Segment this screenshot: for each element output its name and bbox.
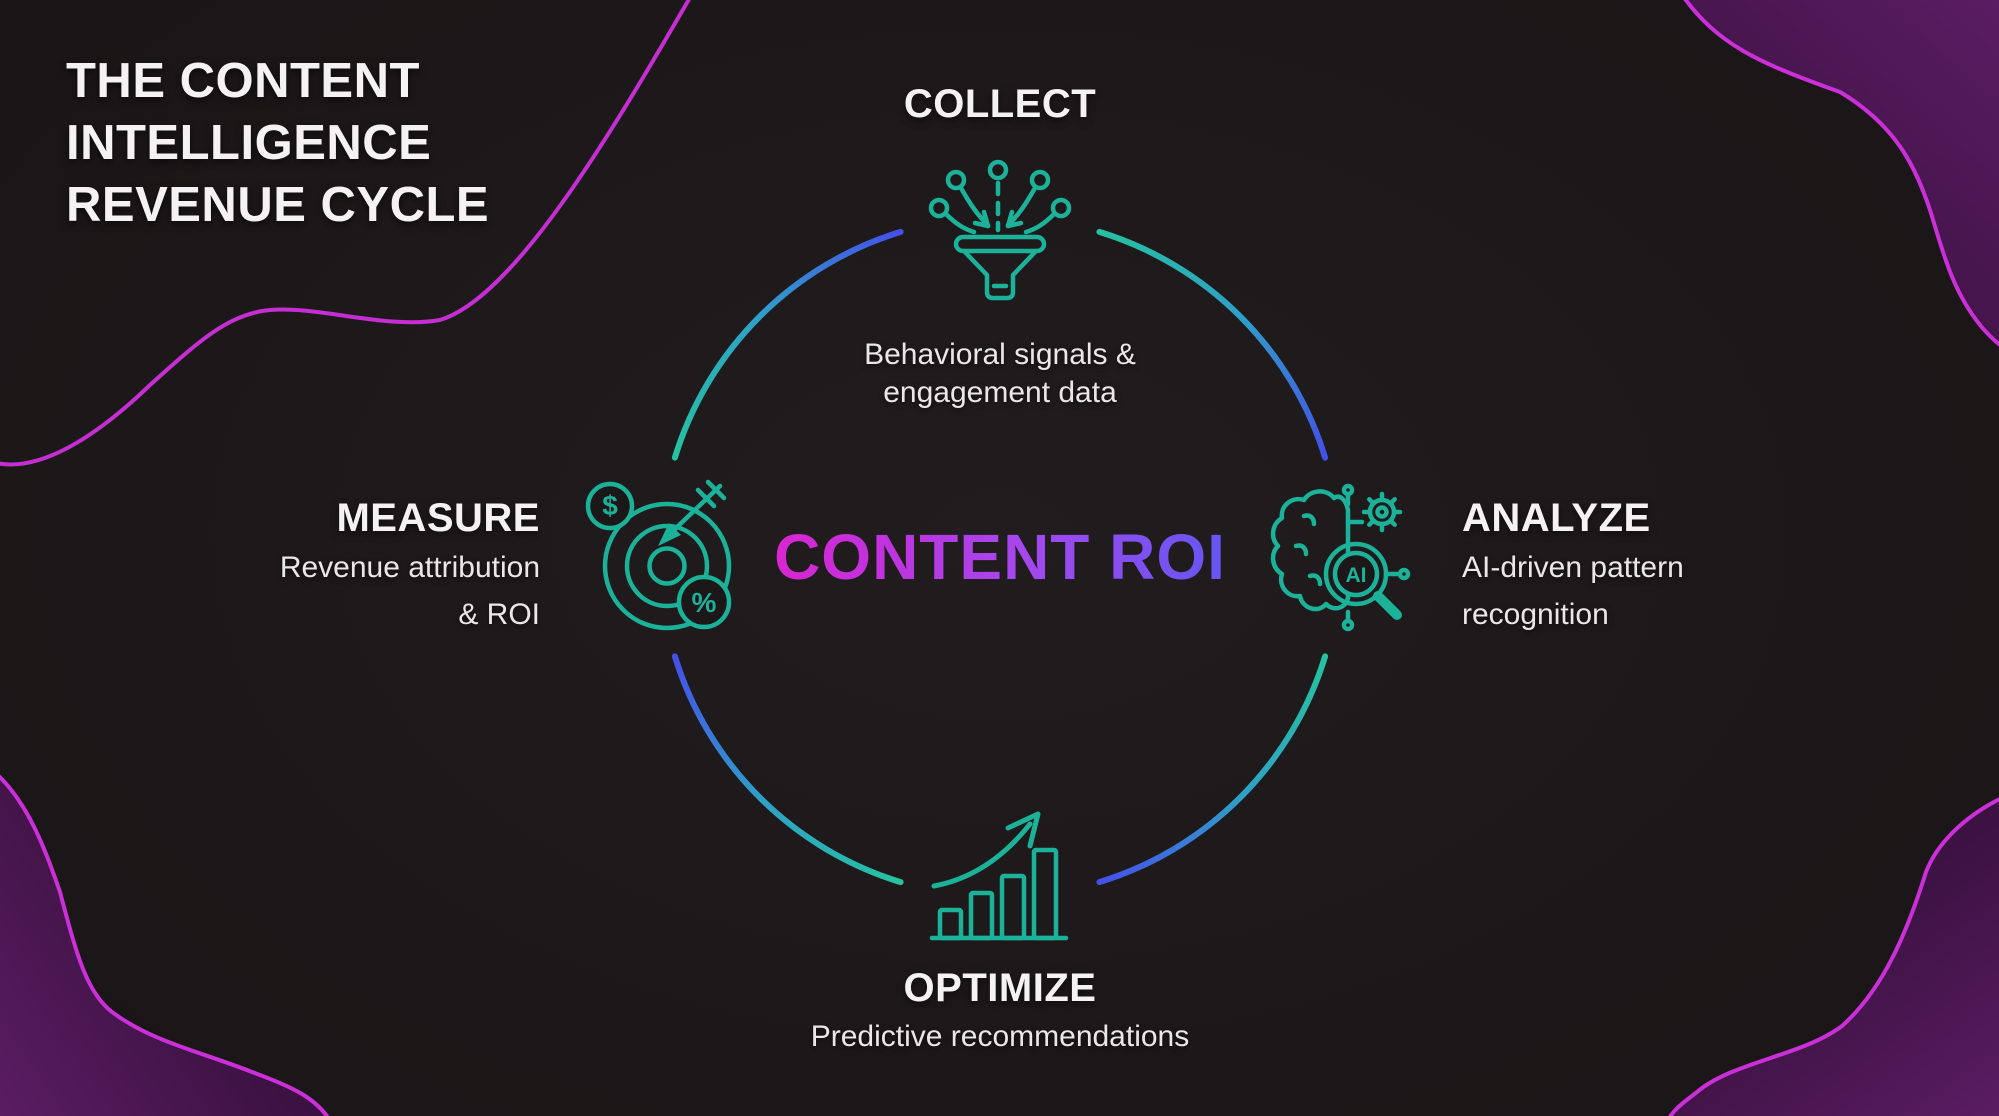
stage-optimize: OPTIMIZE Predictive recommendations bbox=[700, 966, 1300, 1056]
description-line: Predictive recommendations bbox=[810, 1020, 1190, 1053]
stage-analyze: ANALYZE AI-driven pattern recognition bbox=[1462, 496, 1882, 634]
cycle-arc-top-left bbox=[671, 228, 904, 461]
page-title-line: THE CONTENT bbox=[66, 54, 420, 108]
dollar-glyph: $ bbox=[602, 490, 618, 521]
description-line: & ROI bbox=[458, 598, 540, 631]
description-line: engagement data bbox=[883, 376, 1117, 409]
wave-line-top-left bbox=[0, 0, 691, 467]
corner-blob-top-right bbox=[1683, 0, 1999, 347]
cycle-arc-bottom-left bbox=[671, 653, 904, 886]
center-roi-label: CONTENT ROI bbox=[700, 524, 1300, 590]
description-line: Revenue attribution bbox=[279, 551, 540, 584]
description-line: Behavioral signals & bbox=[864, 338, 1136, 371]
corner-blob-bottom-right bbox=[1668, 797, 1999, 1116]
ai-glyph: AI bbox=[1346, 564, 1367, 587]
description-line: AI-driven pattern bbox=[1462, 551, 1684, 584]
page-title-line: INTELLIGENCE bbox=[66, 116, 432, 170]
percent-glyph: % bbox=[692, 587, 717, 618]
stage-measure-label: MEASURE bbox=[336, 496, 540, 540]
cycle-arc-bottom-right bbox=[1096, 653, 1329, 886]
corner-blob-bottom-left bbox=[0, 774, 330, 1116]
stage-optimize-label: OPTIMIZE bbox=[903, 966, 1097, 1010]
page-title: THE CONTENT INTELLIGENCE REVENUE CYCLE bbox=[66, 50, 489, 236]
cycle-arc-top-right bbox=[1096, 228, 1329, 461]
page-title-line: REVENUE CYCLE bbox=[66, 178, 490, 232]
ai-brain-icon: AI bbox=[1270, 483, 1411, 632]
growth-chart-icon bbox=[929, 811, 1069, 941]
stage-measure: MEASURE Revenue attribution & ROI bbox=[140, 496, 540, 634]
target-roi-icon: $ % bbox=[585, 479, 732, 631]
stage-analyze-label: ANALYZE bbox=[1462, 496, 1651, 540]
funnel-collect-icon bbox=[928, 159, 1072, 301]
stage-collect-description: Behavioral signals & engagement data bbox=[700, 336, 1300, 412]
description-line: recognition bbox=[1462, 598, 1609, 631]
stage-collect-label: COLLECT bbox=[903, 82, 1097, 126]
stage-collect: COLLECT bbox=[700, 82, 1300, 126]
